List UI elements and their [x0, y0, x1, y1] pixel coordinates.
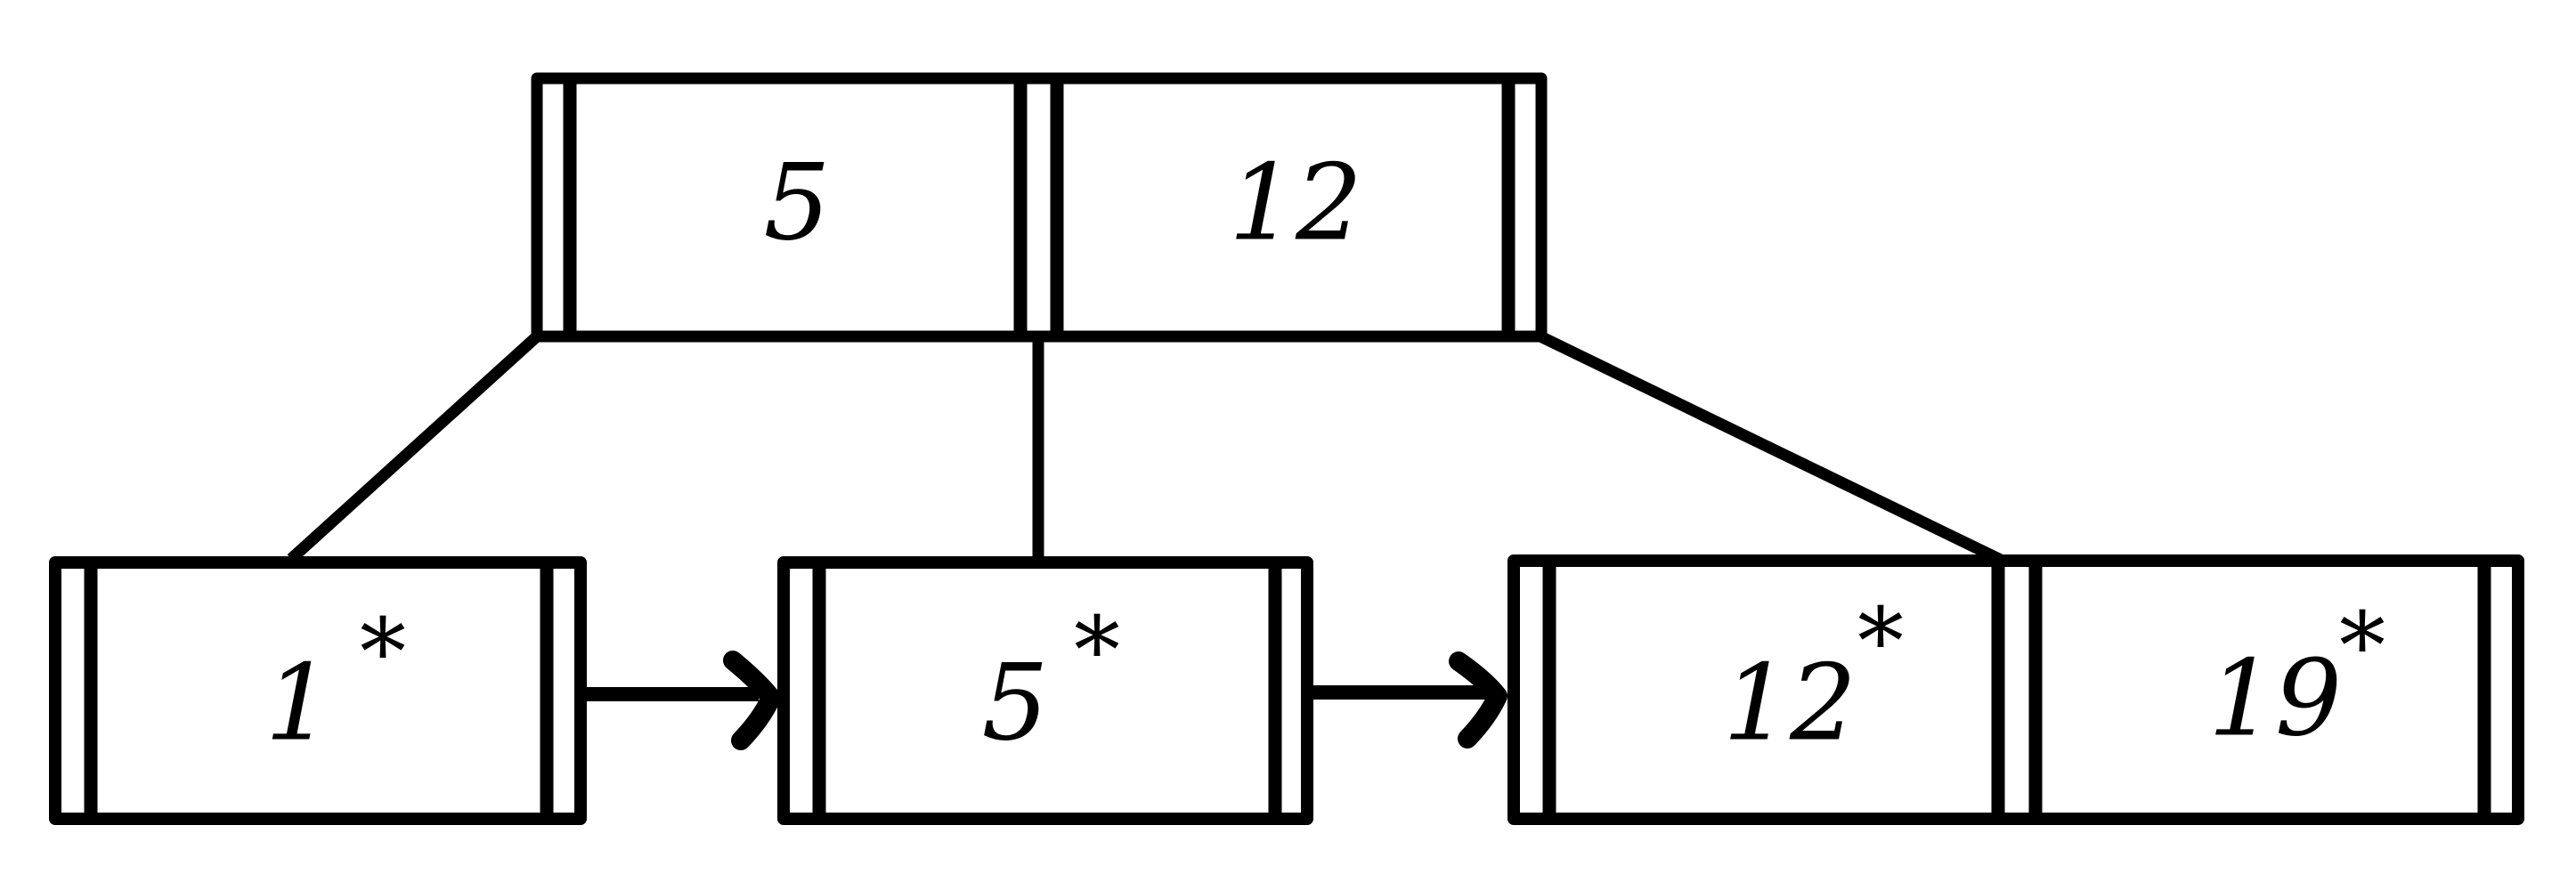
leaf-node-3-marker-2: * [2339, 592, 2385, 700]
root-node[interactable]: 5 12 [531, 72, 1548, 343]
leaf-node-2[interactable]: 5 * [777, 556, 1313, 825]
leaf-node-1[interactable]: 1 * [49, 556, 587, 825]
leaf-node-2-marker-1: * [1074, 596, 1120, 705]
root-to-leaf-1-edge [287, 332, 541, 563]
leaf-node-3[interactable]: 12 * 19 * [1507, 554, 2524, 825]
leaf-node-3-marker-1: * [1857, 587, 1904, 696]
leaf-node-2-frame [777, 556, 1313, 825]
leaf-1-to-leaf-2-arrow [577, 651, 781, 750]
leaf-1-to-leaf-2-arrowhead [723, 651, 781, 750]
leaf-node-1-value-1: 1 [264, 642, 331, 765]
root-key-1: 5 [763, 142, 830, 264]
leaf-node-3-frame [1507, 554, 2524, 825]
root-key-2: 12 [1229, 142, 1362, 264]
leaf-node-2-value-1: 5 [981, 642, 1048, 765]
leaf-node-3-value-2: 19 [2208, 637, 2342, 760]
leaf-2-to-leaf-3-arrow [1309, 651, 1507, 748]
leaf-2-to-leaf-3-arrowhead [1449, 651, 1507, 748]
edge-layer [287, 331, 2005, 566]
leaf-node-3-value-1: 12 [1723, 642, 1857, 765]
leaf-node-1-marker-1: * [360, 598, 406, 707]
root-to-leaf-3-edge [1538, 331, 2005, 566]
root-node-frame [531, 72, 1548, 343]
